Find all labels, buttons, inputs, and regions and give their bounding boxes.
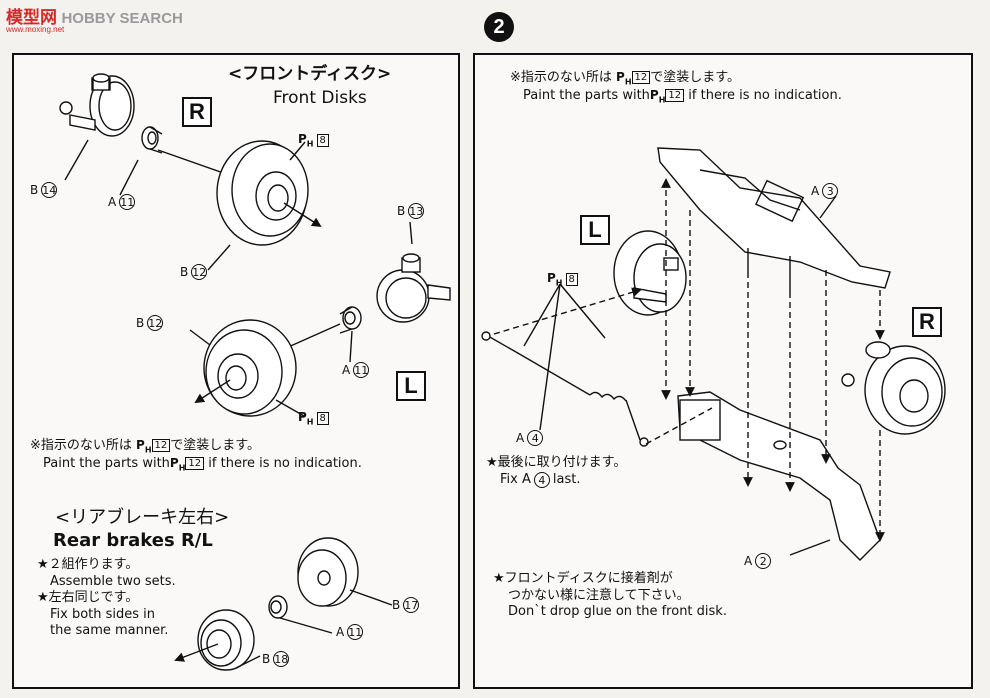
rear-note1-jp: ★２組作ります。 <box>37 557 139 572</box>
glue-note-jp1: ★フロントディスクに接着剤が <box>493 571 673 586</box>
front-disk-l-drawing <box>189 319 305 417</box>
left-side-label: L <box>396 371 426 401</box>
watermark-url: www.moxing.net <box>6 25 65 34</box>
step-number: 2 <box>484 12 514 42</box>
glue-note-jp2: つかない様に注意して下さい。 <box>508 588 690 603</box>
rear-note2-en: Fix both sides in <box>50 607 156 622</box>
front-disk-r-assembly-drawing <box>841 341 946 435</box>
watermark-cn: 模型网 <box>6 8 57 27</box>
ph-symbol: PH <box>298 410 314 427</box>
rear-note2-en2: the same manner. <box>50 623 169 638</box>
watermark-en: HOBBY SEARCH <box>61 10 183 27</box>
front-disk-l-assembly-drawing <box>613 230 687 316</box>
rear-brake-drawing <box>174 537 393 671</box>
right-side-label: R <box>182 97 212 127</box>
ph-code: 8 <box>565 272 578 286</box>
front-disk-r-drawing <box>207 140 322 271</box>
rear-note1-en: Assemble two sets. <box>50 574 176 589</box>
front-disks-title-en: Front Disks <box>273 88 367 108</box>
rear-brakes-title-en: Rear brakes R/L <box>53 530 213 551</box>
rear-note2-jp: ★左右同じです。 <box>37 590 139 605</box>
watermark-logo: 模型网 HOBBY SEARCH www.moxing.net <box>6 3 183 34</box>
lower-arm-a2-drawing <box>677 391 881 561</box>
ph-symbol: PH <box>298 132 314 149</box>
ph-code: 8 <box>316 411 329 425</box>
left-side-label-right-panel: L <box>580 215 610 245</box>
front-disks-title-jp: <フロントディスク> <box>228 64 392 84</box>
assembly-guide-lines <box>493 178 885 542</box>
tie-rod-a4-drawing <box>481 283 649 447</box>
right-side-label-right-panel: R <box>912 307 942 337</box>
upper-arm-a3-drawing <box>657 147 891 292</box>
ph-code: 8 <box>316 133 329 147</box>
rear-brakes-title-jp: <リアブレーキ左右> <box>55 507 230 528</box>
fix-last-note-jp: ★最後に取り付けます。 <box>486 455 627 470</box>
front-caliper-l-drawing <box>376 221 451 323</box>
front-caliper-r-drawing <box>59 73 135 181</box>
glue-note-en: Don`t drop glue on the front disk. <box>508 604 727 619</box>
ph-symbol: PH <box>547 271 563 288</box>
spacer-a11-lower-drawing <box>231 306 362 373</box>
